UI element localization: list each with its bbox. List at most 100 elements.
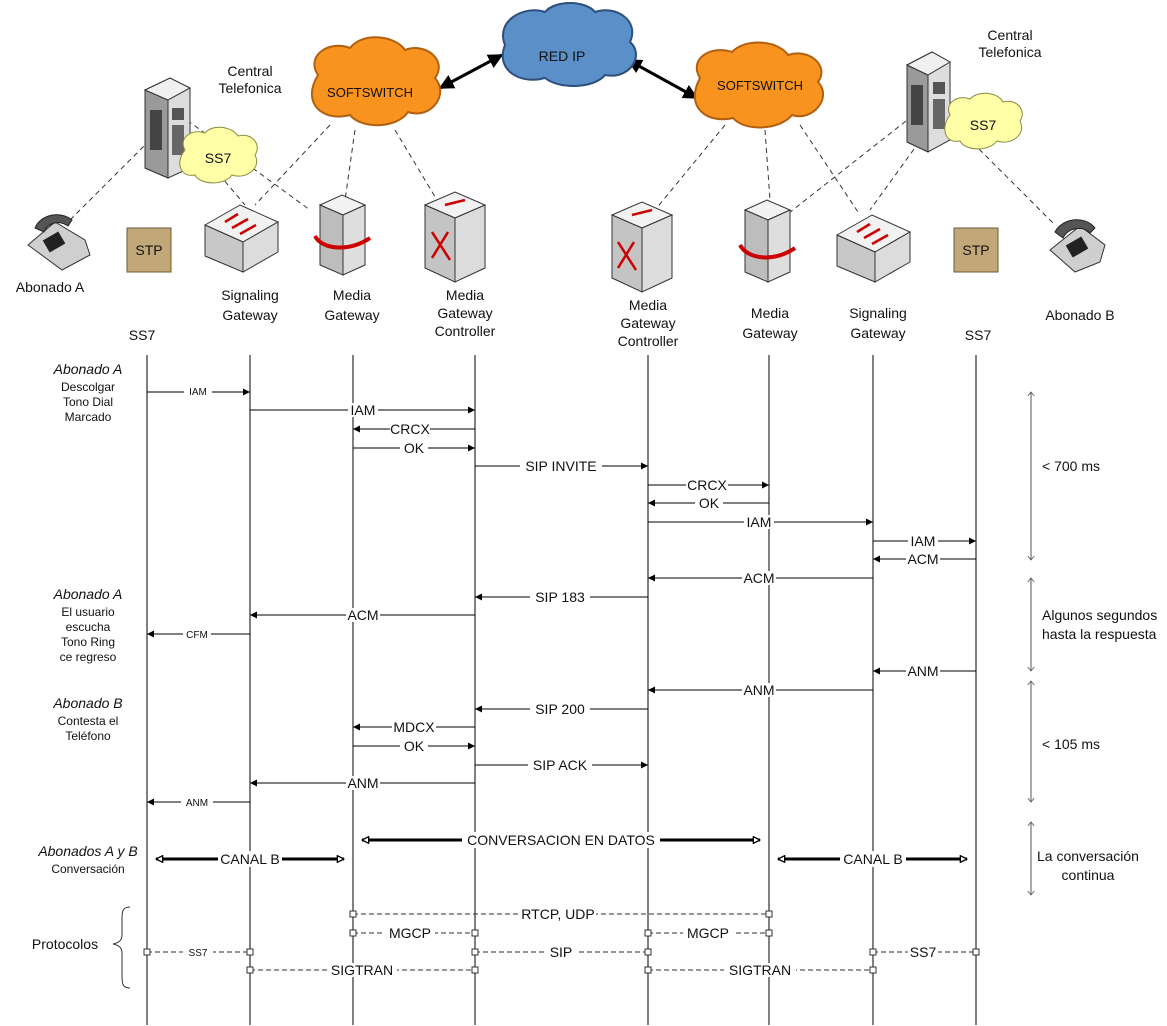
mgc-right-label-2: Gateway: [620, 315, 675, 331]
central-right-label-1: Central: [987, 27, 1032, 43]
red-ip-cloud: RED IP: [501, 2, 637, 87]
left-notes: Abonado A Descolgar Tono Dial Marcado Ab…: [37, 361, 137, 876]
link-softswitch-redip-left: [438, 53, 504, 90]
telephone-abonado-a-icon: Abonado A: [16, 214, 91, 295]
central-telefonica-left: Central Telefonica: [143, 63, 282, 179]
link-redip-softswitch-right: [626, 58, 699, 100]
proto-ss7-right: SS7: [910, 944, 937, 960]
proto-sip: SIP: [550, 944, 573, 960]
proto-sigtran-left: SIGTRAN: [331, 962, 393, 978]
protocol-endpoints: [143, 910, 980, 974]
stp-right-box: STP: [953, 227, 999, 273]
mgc-left-label-1: Media: [446, 287, 484, 303]
softswitch-right-label: SOFTSWITCH: [717, 78, 803, 93]
telephone-abonado-b-icon: Abonado B: [1045, 219, 1115, 323]
msg-iam-1: IAM: [189, 387, 207, 398]
msg-sip-183: SIP 183: [535, 589, 585, 605]
protocolos-label: Protocolos: [32, 936, 98, 952]
msg-ok-1: OK: [404, 440, 425, 456]
stp-left-box: STP: [126, 227, 172, 273]
msg-sip-200: SIP 200: [535, 701, 585, 717]
ss7-cloud-left: SS7: [179, 126, 258, 184]
note-2-line-2: escucha: [66, 620, 111, 634]
timing-algunos-2: hasta la respuesta: [1042, 626, 1157, 642]
msg-iam-2: IAM: [351, 402, 376, 418]
mgc-left-icon: Media Gateway Controller: [423, 191, 496, 339]
central-left-label-1: Central: [227, 63, 272, 79]
note-1-title: Abonado A: [53, 361, 123, 377]
msg-sip-ack: SIP ACK: [533, 757, 588, 773]
note-3-title: Abonado B: [52, 695, 122, 711]
msg-crcx-1: CRCX: [390, 421, 430, 437]
timing-700ms: < 700 ms: [1042, 458, 1100, 474]
note-3-line-1: Contesta el: [58, 714, 119, 728]
lane-ss7-left-label: SS7: [129, 327, 156, 343]
msg-cfm: CFM: [186, 630, 208, 641]
mgc-right-label-1: Media: [629, 297, 667, 313]
message-label-backgrounds: [181, 385, 940, 809]
msg-acm-2: ACM: [743, 570, 774, 586]
softswitch-left-cloud: SOFTSWITCH: [311, 36, 442, 127]
ss7-cloud-right-label: SS7: [970, 117, 997, 133]
canal-b-right-label: CANAL B: [843, 851, 902, 867]
note-4-title: Abonados A y B: [37, 843, 137, 859]
stp-left-label: STP: [135, 242, 162, 258]
note-1-line-3: Marcado: [65, 410, 112, 424]
protocolos-brace: [112, 906, 131, 989]
protocol-dashed-lines: [147, 913, 976, 971]
mgc-left-label-3: Controller: [435, 323, 496, 339]
mg-right-label-2: Gateway: [742, 325, 797, 341]
note-1-line-2: Tono Dial: [63, 395, 113, 409]
stp-right-label: STP: [962, 242, 989, 258]
msg-acm-3: ACM: [347, 607, 378, 623]
proto-mgcp-right: MGCP: [687, 925, 729, 941]
canal-b-left-label: CANAL B: [220, 851, 279, 867]
note-1-line-1: Descolgar: [61, 380, 115, 394]
ss7-cloud-left-label: SS7: [205, 150, 232, 166]
msg-ok-2: OK: [699, 495, 720, 511]
message-labels: IAM IAM CRCX OK SIP INVITE CRCX OK IAM I…: [186, 387, 939, 809]
softswitch-left-label: SOFTSWITCH: [327, 85, 413, 100]
msg-acm-1: ACM: [907, 551, 938, 567]
msg-anm-4: ANM: [186, 798, 208, 809]
central-left-label-2: Telefonica: [218, 80, 281, 96]
ss7-cloud-right: SS7: [944, 92, 1023, 150]
sg-right-label-2: Gateway: [850, 325, 905, 341]
note-2-line-3: Tono Ring: [61, 635, 115, 649]
protocol-labels: RTCP, UDP MGCP MGCP SS7 SIP SS7 SIGTRAN …: [189, 906, 937, 978]
signaling-gateway-right-icon: Signaling Gateway: [835, 214, 912, 341]
abonado-a-label: Abonado A: [16, 279, 85, 295]
sg-left-label-2: Gateway: [222, 307, 277, 323]
protocol-label-backgrounds: [183, 907, 938, 977]
lane-ss7-right-label: SS7: [965, 327, 992, 343]
note-4-line-1: Conversación: [51, 862, 124, 876]
note-2-line-1: El usuario: [61, 605, 115, 619]
media-gateway-right-icon: Media Gateway: [738, 199, 798, 341]
timing-continua-1: La conversación: [1037, 848, 1139, 864]
msg-ok-3: OK: [404, 738, 425, 754]
msg-iam-4: IAM: [911, 533, 936, 549]
softswitch-right-cloud: SOFTSWITCH: [693, 41, 825, 129]
msg-sip-invite: SIP INVITE: [525, 458, 596, 474]
mg-right-label-1: Media: [751, 305, 789, 321]
mg-left-label-2: Gateway: [324, 307, 379, 323]
msg-crcx-2: CRCX: [687, 477, 727, 493]
central-telefonica-right: Central Telefonica: [905, 27, 1042, 153]
note-3-line-2: Teléfono: [65, 729, 111, 743]
timing-105ms: < 105 ms: [1042, 736, 1100, 752]
red-ip-label: RED IP: [539, 48, 586, 64]
mgc-right-icon: Media Gateway Controller: [610, 201, 679, 349]
msg-anm-3: ANM: [347, 775, 378, 791]
note-2-title: Abonado A: [53, 586, 123, 602]
signaling-gateway-left-icon: Signaling Gateway: [203, 204, 280, 323]
mgc-right-label-3: Controller: [618, 333, 679, 349]
proto-mgcp-left: MGCP: [389, 925, 431, 941]
msg-anm-2: ANM: [743, 682, 774, 698]
proto-rtcp-udp: RTCP, UDP: [521, 906, 594, 922]
sg-left-label-1: Signaling: [221, 287, 279, 303]
timing-algunos-1: Algunos segundos: [1042, 607, 1157, 623]
msg-anm-1: ANM: [907, 663, 938, 679]
sg-right-label-1: Signaling: [849, 305, 907, 321]
media-gateway-left-icon: Media Gateway: [313, 194, 380, 323]
